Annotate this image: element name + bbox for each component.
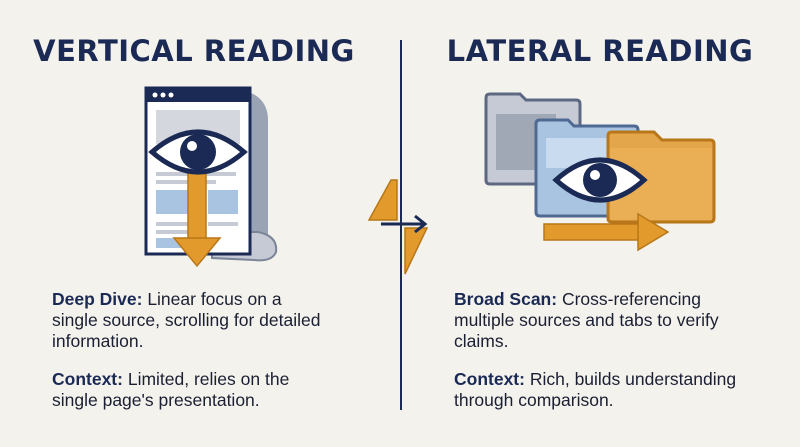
vertical-reading-panel: VERTICAL READING Deep Dive: Linear focus… [33,34,355,410]
lateral-context-text: Context: Rich, builds understanding thro… [454,369,737,410]
document-eye-down-arrow-icon [144,86,278,268]
lateral-broad-scan-text: Broad Scan: Cross-referencing multiple s… [454,289,719,351]
tabs-eye-right-arrow-icon [484,92,716,252]
vertical-deep-dive-text: Deep Dive: Linear focus on a single sour… [52,289,321,351]
lateral-reading-panel: LATERAL READING Broad Scan: Cross-refere… [400,0,800,447]
swap-arrows-icon [367,179,429,275]
vertical-context-text: Context: Limited, relies on the single p… [52,369,290,410]
vertical-reading-title: VERTICAL READING [33,34,355,68]
lateral-reading-title: LATERAL READING [446,34,754,68]
